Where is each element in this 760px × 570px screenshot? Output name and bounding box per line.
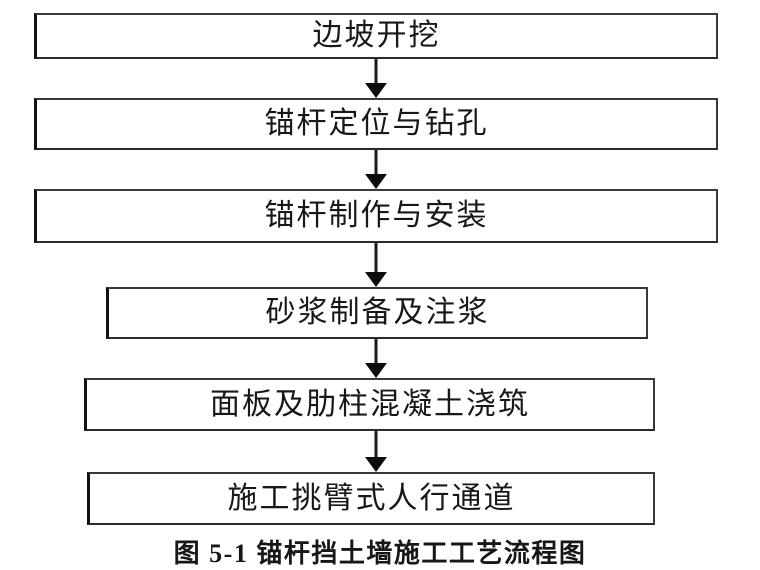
flow-node-step-5[interactable]: 面板及肋柱混凝土浇筑 bbox=[84, 378, 655, 431]
flow-node-label: 砂浆制备及注浆 bbox=[265, 296, 490, 329]
flow-node-label: 面板及肋柱混凝土浇筑 bbox=[210, 387, 530, 421]
arrow-down-icon bbox=[365, 150, 387, 189]
arrow-down-icon bbox=[365, 431, 387, 472]
arrow-down-icon bbox=[365, 59, 387, 98]
flow-node-label: 施工挑臂式人行通道 bbox=[227, 481, 516, 515]
flow-node-label: 边坡开挖 bbox=[312, 19, 441, 52]
arrow-down-icon bbox=[365, 339, 387, 378]
flow-node-step-6[interactable]: 施工挑臂式人行通道 bbox=[87, 472, 655, 525]
flow-node-label: 锚杆制作与安装 bbox=[264, 199, 489, 232]
flow-node-step-2[interactable]: 锚杆定位与钻孔 bbox=[34, 98, 718, 150]
arrow-head bbox=[365, 457, 387, 472]
flow-node-label: 锚杆定位与钻孔 bbox=[264, 107, 489, 140]
arrow-head bbox=[365, 363, 387, 378]
arrow-shaft bbox=[374, 339, 378, 364]
arrow-shaft bbox=[374, 150, 378, 175]
arrow-shaft bbox=[374, 243, 378, 273]
arrow-head bbox=[365, 174, 387, 189]
arrow-head bbox=[365, 272, 387, 287]
flow-node-step-3[interactable]: 锚杆制作与安装 bbox=[34, 189, 718, 243]
arrow-head bbox=[365, 83, 387, 98]
flow-node-step-1[interactable]: 边坡开挖 bbox=[34, 13, 718, 59]
figure-caption: 图 5-1 锚杆挡土墙施工工艺流程图 bbox=[173, 539, 587, 568]
flow-node-step-4[interactable]: 砂浆制备及注浆 bbox=[106, 287, 648, 339]
arrow-down-icon bbox=[365, 243, 387, 287]
arrow-shaft bbox=[374, 431, 378, 458]
arrow-shaft bbox=[374, 59, 378, 84]
